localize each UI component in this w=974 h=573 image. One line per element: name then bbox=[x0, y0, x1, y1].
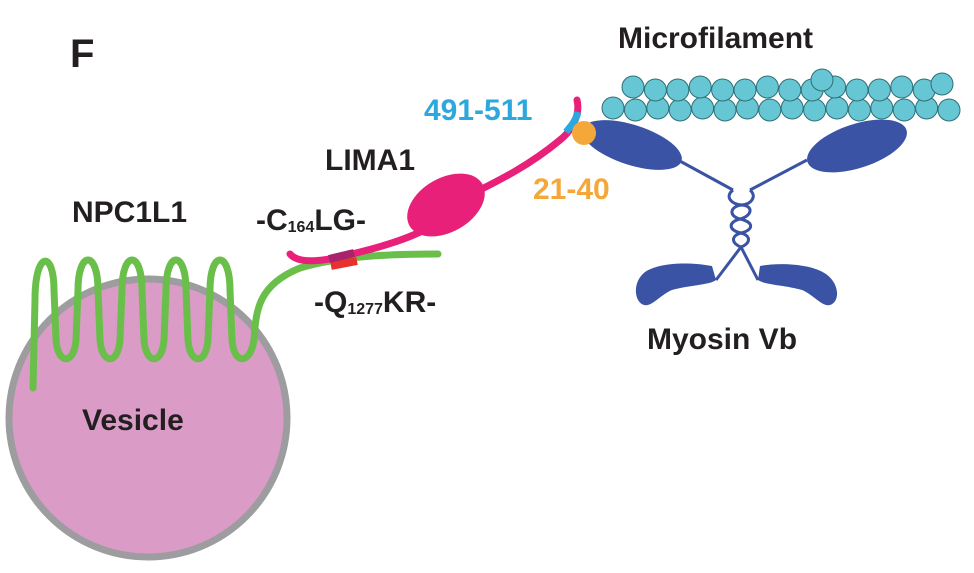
actin-bead bbox=[937, 98, 961, 122]
actin-bead bbox=[623, 98, 647, 122]
myosin-lower-lobe-left bbox=[635, 263, 716, 306]
lima1-globular-domain bbox=[407, 173, 485, 237]
actin-bead bbox=[803, 98, 827, 122]
myosin-neck-right bbox=[749, 158, 808, 192]
qkr-prefix: -Q bbox=[314, 286, 348, 319]
clg-motif-label: -C164LG- bbox=[256, 206, 366, 236]
myosin-vb bbox=[582, 119, 907, 306]
myosin-tail-left bbox=[714, 246, 743, 281]
actin-bead bbox=[688, 75, 712, 99]
clg-residue-number: 164 bbox=[287, 219, 315, 236]
lima1-label: LIMA1 bbox=[325, 144, 415, 177]
microfilament-label: Microfilament bbox=[618, 22, 814, 55]
myosin-coiled-coil bbox=[727, 188, 755, 249]
actin-bead bbox=[713, 98, 737, 122]
actin-bead bbox=[668, 98, 692, 122]
actin-bead bbox=[666, 78, 690, 102]
actin-bead bbox=[643, 78, 667, 102]
actin-bead bbox=[847, 98, 871, 122]
myosin-vb-label: Myosin Vb bbox=[647, 323, 798, 356]
npc1l1-crosslink-site bbox=[330, 257, 358, 270]
lima1-region-491-511 bbox=[563, 111, 582, 135]
actin-bead bbox=[890, 75, 914, 99]
actin-bead bbox=[601, 96, 625, 120]
npc1l1-transmembrane-loops bbox=[29, 250, 442, 392]
region-491-511-label: 491-511 bbox=[424, 94, 533, 127]
vesicle-label: Vesicle bbox=[82, 404, 184, 437]
myosin-head-left-upper bbox=[582, 120, 682, 170]
actin-bead bbox=[825, 96, 849, 120]
actin-bead bbox=[867, 78, 891, 102]
npc1l1-label: NPC1L1 bbox=[72, 196, 188, 229]
panel-label: F bbox=[70, 32, 95, 76]
microfilament-beads bbox=[601, 68, 961, 122]
region-21-40-label: 21-40 bbox=[533, 173, 610, 206]
qkr-residue-number: 1277 bbox=[347, 301, 383, 318]
actin-bead bbox=[755, 75, 779, 99]
clg-suffix: LG- bbox=[314, 204, 367, 237]
actin-bead bbox=[711, 78, 735, 102]
lima1-crosslink-site bbox=[328, 249, 355, 263]
actin-bead bbox=[845, 78, 869, 102]
actin-bead bbox=[892, 98, 916, 122]
actin-bead bbox=[758, 98, 782, 122]
actin-bead bbox=[930, 72, 954, 96]
qkr-suffix: KR- bbox=[382, 286, 437, 319]
vesicle-circle bbox=[5, 275, 291, 561]
myosin-region-21-40 bbox=[572, 121, 596, 145]
myosin-lower-lobe-right bbox=[758, 264, 838, 306]
myosin-neck-left bbox=[677, 158, 734, 192]
actin-bead bbox=[778, 78, 802, 102]
actin-bead bbox=[810, 68, 834, 92]
myosin-tail-right bbox=[739, 246, 760, 281]
actin-bead bbox=[621, 75, 645, 99]
actin-bead bbox=[691, 96, 715, 120]
clg-prefix: -C bbox=[256, 204, 288, 237]
qkr-motif-label: -Q1277KR- bbox=[314, 288, 436, 318]
actin-bead bbox=[733, 78, 757, 102]
myosin-head-right-upper bbox=[807, 119, 907, 173]
